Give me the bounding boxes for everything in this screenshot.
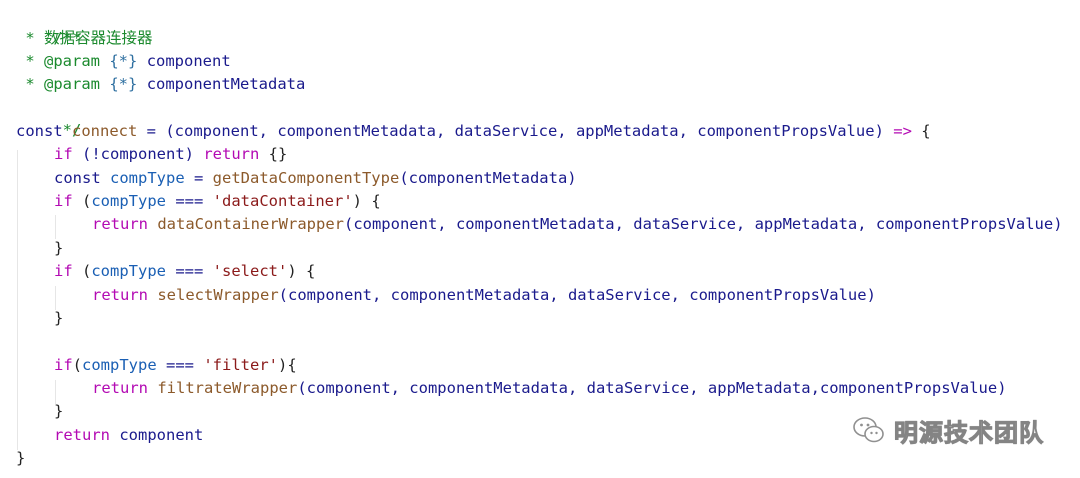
call-args: (component, componentMetadata, dataServi… [297, 379, 1007, 397]
code-line-9: if (compType === 'dataContainer') { [54, 190, 381, 213]
watermark: 明源技术团队 [852, 412, 1044, 448]
paren-open: ( [72, 262, 92, 280]
code-line-11: } [54, 237, 63, 260]
jsdoc-param-name: component [146, 52, 231, 70]
code-line-13: return selectWrapper(component, componen… [92, 284, 876, 307]
call-args: (componentMetadata) [399, 169, 577, 187]
code-line-1: /** [16, 4, 81, 47]
function-call: filtrateWrapper [157, 379, 298, 397]
return-value: component [119, 426, 204, 444]
code-line-7: if (!component) return {} [54, 143, 287, 166]
condition: (!component) [72, 145, 204, 163]
variable-ref: compType [91, 192, 166, 210]
jsdoc-tag: @param [44, 52, 100, 70]
comment-close: */ [53, 121, 82, 139]
string-literal: 'dataContainer' [212, 192, 353, 210]
code-line-5: */ [16, 96, 82, 139]
if-keyword: if [54, 192, 73, 210]
const-keyword: const [54, 169, 101, 187]
return-keyword: return [92, 379, 148, 397]
code-line-19: return component [54, 424, 203, 447]
return-keyword: return [203, 145, 260, 163]
return-keyword: return [54, 426, 110, 444]
if-keyword: if [54, 262, 73, 280]
if-keyword: if [54, 356, 73, 374]
code-line-18: } [54, 400, 63, 423]
indent-guide [55, 380, 56, 404]
return-keyword: return [92, 215, 148, 233]
code-line-12: if (compType === 'select') { [54, 260, 315, 283]
comment-star: * [16, 52, 44, 70]
code-line-10: return dataContainerWrapper(component, c… [92, 213, 1063, 236]
paren-open: ( [72, 192, 92, 210]
close-brace: } [54, 402, 64, 420]
indent-guide [55, 215, 56, 239]
assign-operator: = ( [137, 122, 175, 140]
jsdoc-param-name: componentMetadata [146, 75, 306, 93]
watermark-text: 明源技术团队 [894, 418, 1044, 447]
code-line-8: const compType = getDataComponentType(co… [54, 167, 577, 190]
equality-operator: === [166, 192, 213, 210]
equality-operator: === [166, 262, 213, 280]
return-keyword: return [92, 286, 148, 304]
wechat-icon [853, 417, 884, 443]
code-line-16: if(compType === 'filter'){ [54, 354, 297, 377]
close-brace: } [54, 309, 64, 327]
jsdoc-type: {*} [109, 75, 138, 93]
comment-open: /** [53, 29, 82, 47]
params-close: ) [874, 122, 894, 140]
paren-open: ( [72, 356, 83, 374]
string-literal: 'select' [212, 262, 288, 280]
if-keyword: if [54, 145, 73, 163]
indent-guide [55, 286, 56, 310]
jsdoc-tag: @param [44, 75, 100, 93]
jsdoc-type: {*} [109, 52, 138, 70]
paren-close: ) { [287, 262, 316, 280]
empty-object: {} [259, 145, 288, 163]
function-call: dataContainerWrapper [157, 215, 344, 233]
code-line-4: * @param {*} componentMetadata [16, 73, 305, 96]
variable-name: compType [110, 169, 185, 187]
close-brace: } [54, 239, 64, 257]
function-name: connect [72, 122, 138, 140]
code-line-3: * @param {*} component [16, 50, 231, 73]
equality-operator: === [156, 356, 204, 374]
function-call: selectWrapper [157, 286, 279, 304]
assign-operator: = [184, 169, 213, 187]
variable-ref: compType [91, 262, 166, 280]
string-literal: 'filter' [203, 356, 278, 374]
comment-description: 数据容器连接器 [44, 29, 153, 47]
function-params: component, componentMetadata, dataServic… [174, 122, 875, 140]
open-brace: { [911, 122, 931, 140]
call-args: (component, componentMetadata, dataServi… [343, 215, 1063, 233]
code-line-6: const connect = (component, componentMet… [16, 120, 931, 143]
paren-close: ) { [352, 192, 381, 210]
variable-ref: compType [82, 356, 157, 374]
close-brace: } [16, 449, 26, 467]
code-line-2: * 数据容器连接器 [16, 27, 153, 50]
indent-guide [17, 150, 18, 450]
arrow-operator: => [893, 122, 912, 140]
comment-star: * [16, 75, 44, 93]
code-line-17: return filtrateWrapper(component, compon… [92, 377, 1007, 400]
code-line-14: } [54, 307, 63, 330]
call-args: (component, componentMetadata, dataServi… [278, 286, 876, 304]
paren-close: ){ [278, 356, 297, 374]
comment-star: * [16, 29, 44, 47]
const-keyword: const [16, 122, 63, 140]
function-call: getDataComponentType [212, 169, 400, 187]
code-line-20: } [16, 447, 25, 470]
